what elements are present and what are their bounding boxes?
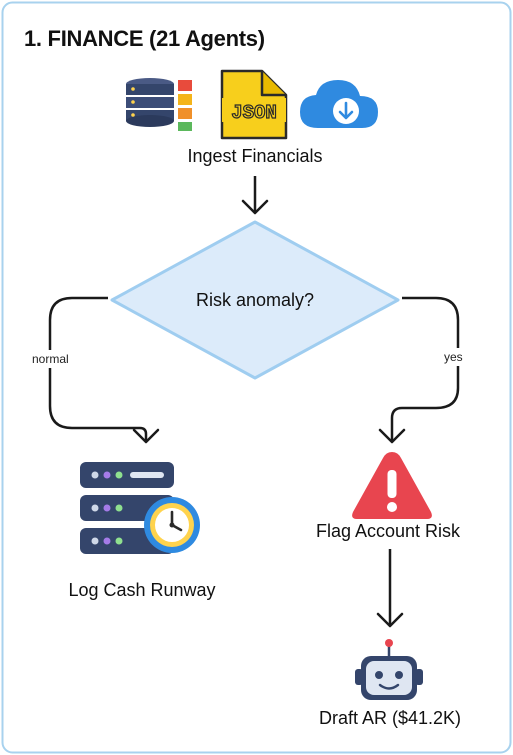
arrow-normal-head bbox=[132, 428, 160, 444]
decision-label: Risk anomaly? bbox=[195, 290, 315, 310]
flag-account-risk-label: Flag Account Risk bbox=[315, 521, 461, 541]
arrow-yes-head bbox=[378, 428, 406, 444]
robot-icon bbox=[355, 639, 423, 700]
database-icon bbox=[126, 78, 192, 131]
diagram-title: 1. FINANCE (21 Agents) bbox=[24, 26, 265, 51]
draft-ar-label: Draft AR ($41.2K) bbox=[318, 708, 462, 728]
cloud-download-icon bbox=[300, 80, 378, 128]
warning-triangle-icon bbox=[352, 452, 432, 519]
ingest-label: Ingest Financials bbox=[187, 146, 323, 166]
log-cash-runway-label: Log Cash Runway bbox=[68, 580, 216, 600]
arrow-ingest-to-decision bbox=[241, 176, 269, 215]
arrow-normal-branch bbox=[48, 296, 148, 441]
json-badge-text: JSON bbox=[231, 102, 277, 124]
server-clock-icon bbox=[80, 462, 200, 554]
json-file-icon: JSON bbox=[220, 69, 288, 140]
arrow-risk-to-draft bbox=[376, 549, 404, 628]
yes-branch-label: yes bbox=[444, 350, 463, 364]
decision-diamond bbox=[110, 220, 400, 380]
arrow-yes-branch bbox=[390, 296, 460, 441]
normal-branch-label: normal bbox=[32, 352, 69, 366]
